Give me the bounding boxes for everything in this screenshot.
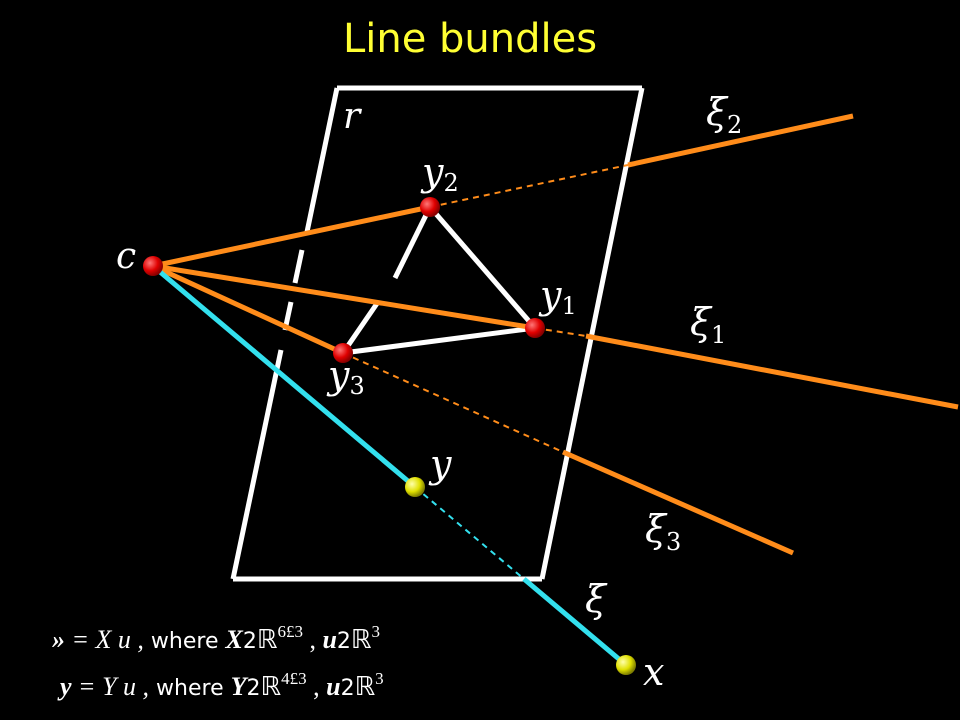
triangle [340,205,537,356]
label-x: x [643,650,664,694]
line-xi [151,264,628,667]
point-y [405,477,425,497]
point-x [616,655,636,675]
line-xi3 [151,263,795,556]
label-y2: y2 [420,150,459,197]
line-xi2 [152,113,854,269]
label-xi: ξ [585,577,608,621]
label-xi2: ξ2 [706,90,742,139]
plane-r [230,85,645,582]
point-y3 [333,343,353,363]
label-xi1: ξ1 [690,300,726,349]
label-y3: y3 [326,353,365,400]
equation-xi: » = X u , where X2ℝ6£3 , u2ℝ3 [51,622,380,654]
point-y1 [525,318,545,338]
point-y2 [420,197,440,217]
page-title: Line bundles [343,16,597,62]
label-y1: y1 [538,273,577,320]
label-r: r [343,96,362,137]
line-xi1 [152,263,959,410]
label-c: c [116,236,136,277]
label-xi3: ξ3 [645,507,681,556]
point-c [143,256,163,276]
equation-y: y = Y u , where Y2ℝ4£3 , u2ℝ3 [57,669,384,701]
label-y: y [428,442,452,486]
